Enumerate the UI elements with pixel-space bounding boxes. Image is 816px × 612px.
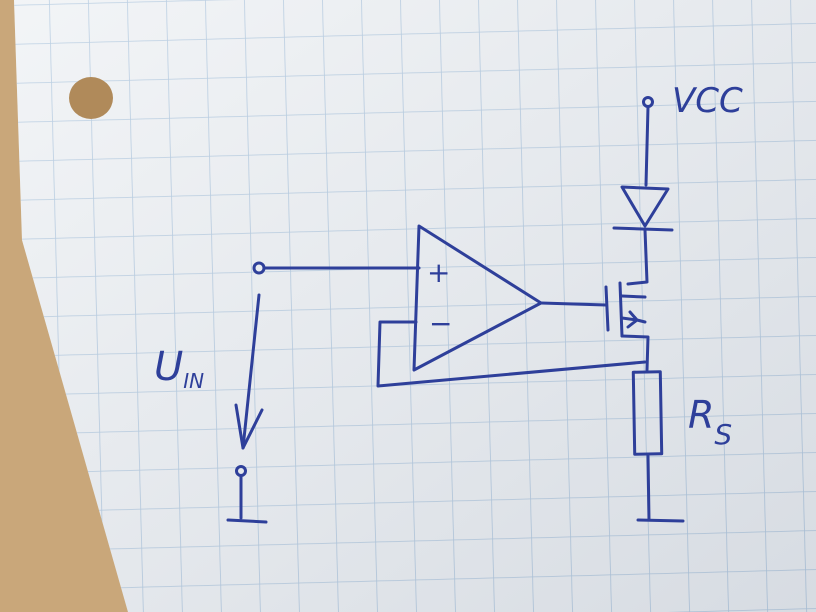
resistor-to-ground-wire	[646, 454, 651, 522]
mosfet-source-wire	[620, 334, 650, 372]
opamp-triangle	[412, 224, 543, 372]
vcc-label: VCC	[672, 81, 743, 121]
punch-hole	[69, 77, 113, 119]
rs-label-main: R	[688, 393, 714, 437]
resistor-rs	[631, 370, 664, 456]
diode-to-drain-wire	[626, 228, 649, 286]
mosfet-gate-bar	[604, 285, 610, 332]
vcc-wire	[644, 105, 650, 187]
rs-label-sub: S	[714, 418, 732, 451]
schematic	[226, 96, 685, 524]
mosfet-body	[620, 294, 647, 329]
opamp-plus-label: +	[427, 256, 450, 289]
vin-label: UIN	[154, 344, 204, 393]
vin-arrow-head	[234, 403, 264, 450]
vin-arrow-line	[241, 293, 261, 450]
opamp-output-wire	[539, 301, 608, 307]
vin-label-main: U	[154, 344, 183, 390]
feedback-wire	[376, 320, 647, 388]
opamp-minus-label: −	[429, 307, 452, 340]
diode-symbol	[612, 185, 674, 232]
vin-label-sub: IN	[183, 369, 204, 393]
ground-bar	[636, 518, 685, 523]
rs-label: RS	[688, 393, 732, 451]
mosfet-channel	[618, 281, 624, 338]
lower-ground-bar	[226, 518, 268, 524]
